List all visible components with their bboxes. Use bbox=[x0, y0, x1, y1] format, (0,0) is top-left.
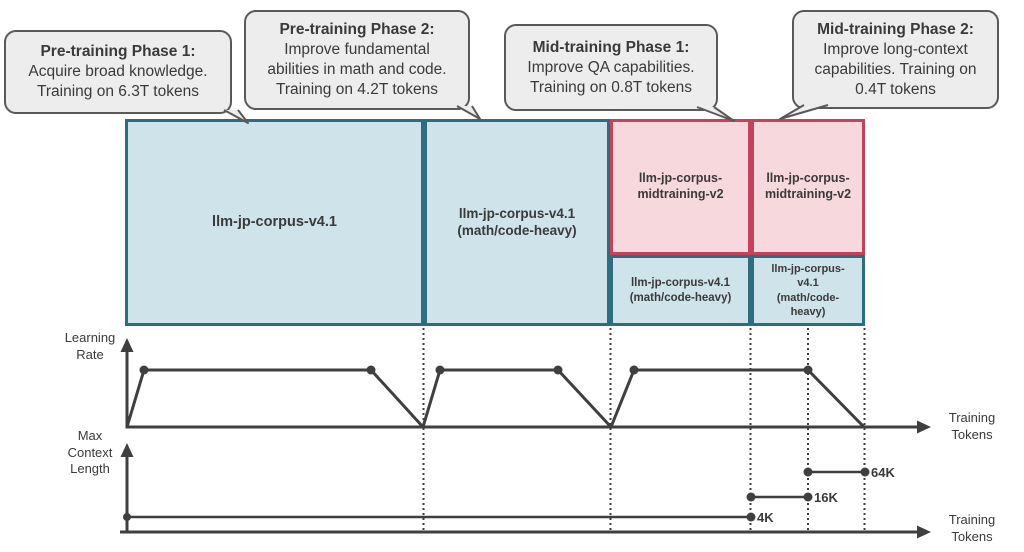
corpus-block-pretrain-1: llm-jp-corpus-v4.1 bbox=[125, 119, 424, 326]
context-step-label-4k: 4K bbox=[757, 510, 774, 525]
callout-tail bbox=[223, 109, 249, 124]
corpus-block-midtrain-1-base: llm-jp-corpus-v4.1 (math/code-heavy) bbox=[610, 255, 751, 326]
callout-body: Improve long-context capabilities. Train… bbox=[814, 40, 977, 98]
corpus-block-midtrain-2-base: llm-jp-corpus- v4.1 (math/code- heavy) bbox=[751, 255, 865, 326]
context-step-label-64k: 64K bbox=[871, 465, 895, 480]
callout-tail bbox=[779, 104, 829, 120]
callout-title: Mid-training Phase 2: bbox=[817, 20, 974, 38]
callout-body: Improve fundamental abilities in math an… bbox=[267, 41, 447, 98]
callout-pretraining-phase-1: Pre-training Phase 1: Acquire broad know… bbox=[4, 30, 249, 124]
callout-body: Acquire broad knowledge. Training on 6.3… bbox=[28, 63, 208, 100]
lr-x-axis-label: Training Tokens bbox=[948, 410, 996, 442]
context-step-label-16k: 16K bbox=[814, 490, 838, 505]
callout-midtraining-phase-2: Mid-training Phase 2: Improve long-conte… bbox=[779, 10, 999, 120]
context-y-axis-label: Max Context Length bbox=[67, 428, 113, 476]
callout-title: Pre-training Phase 1: bbox=[40, 43, 196, 60]
corpus-block-midtrain-1: llm-jp-corpus- midtraining-v2 bbox=[610, 119, 751, 255]
callout-tail bbox=[696, 106, 735, 122]
callout-body: Improve QA capabilities. Training on 0.8… bbox=[527, 58, 695, 96]
callout-title: Pre-training Phase 2: bbox=[279, 21, 435, 38]
corpus-block-midtrain-2: llm-jp-corpus- midtraining-v2 bbox=[751, 119, 865, 255]
corpus-block-pretrain-2: llm-jp-corpus-v4.1 (math/code-heavy) bbox=[424, 119, 610, 326]
callout-pretraining-phase-2: Pre-training Phase 2: Improve fundamenta… bbox=[244, 10, 481, 120]
callout-tail bbox=[456, 105, 481, 120]
callout-title: Mid-training Phase 1: bbox=[532, 38, 690, 56]
lr-axes bbox=[120, 338, 931, 434]
lr-y-axis-label: Learning Rate bbox=[64, 330, 116, 362]
context-step-lines bbox=[123, 467, 870, 522]
context-x-axis-label: Training Tokens bbox=[948, 512, 996, 544]
callout-midtraining-phase-1: Mid-training Phase 1: Improve QA capabil… bbox=[504, 24, 735, 122]
lr-curve bbox=[125, 365, 866, 429]
phase-boundary-dotted-lines bbox=[422, 328, 866, 531]
context-axes bbox=[120, 443, 931, 539]
